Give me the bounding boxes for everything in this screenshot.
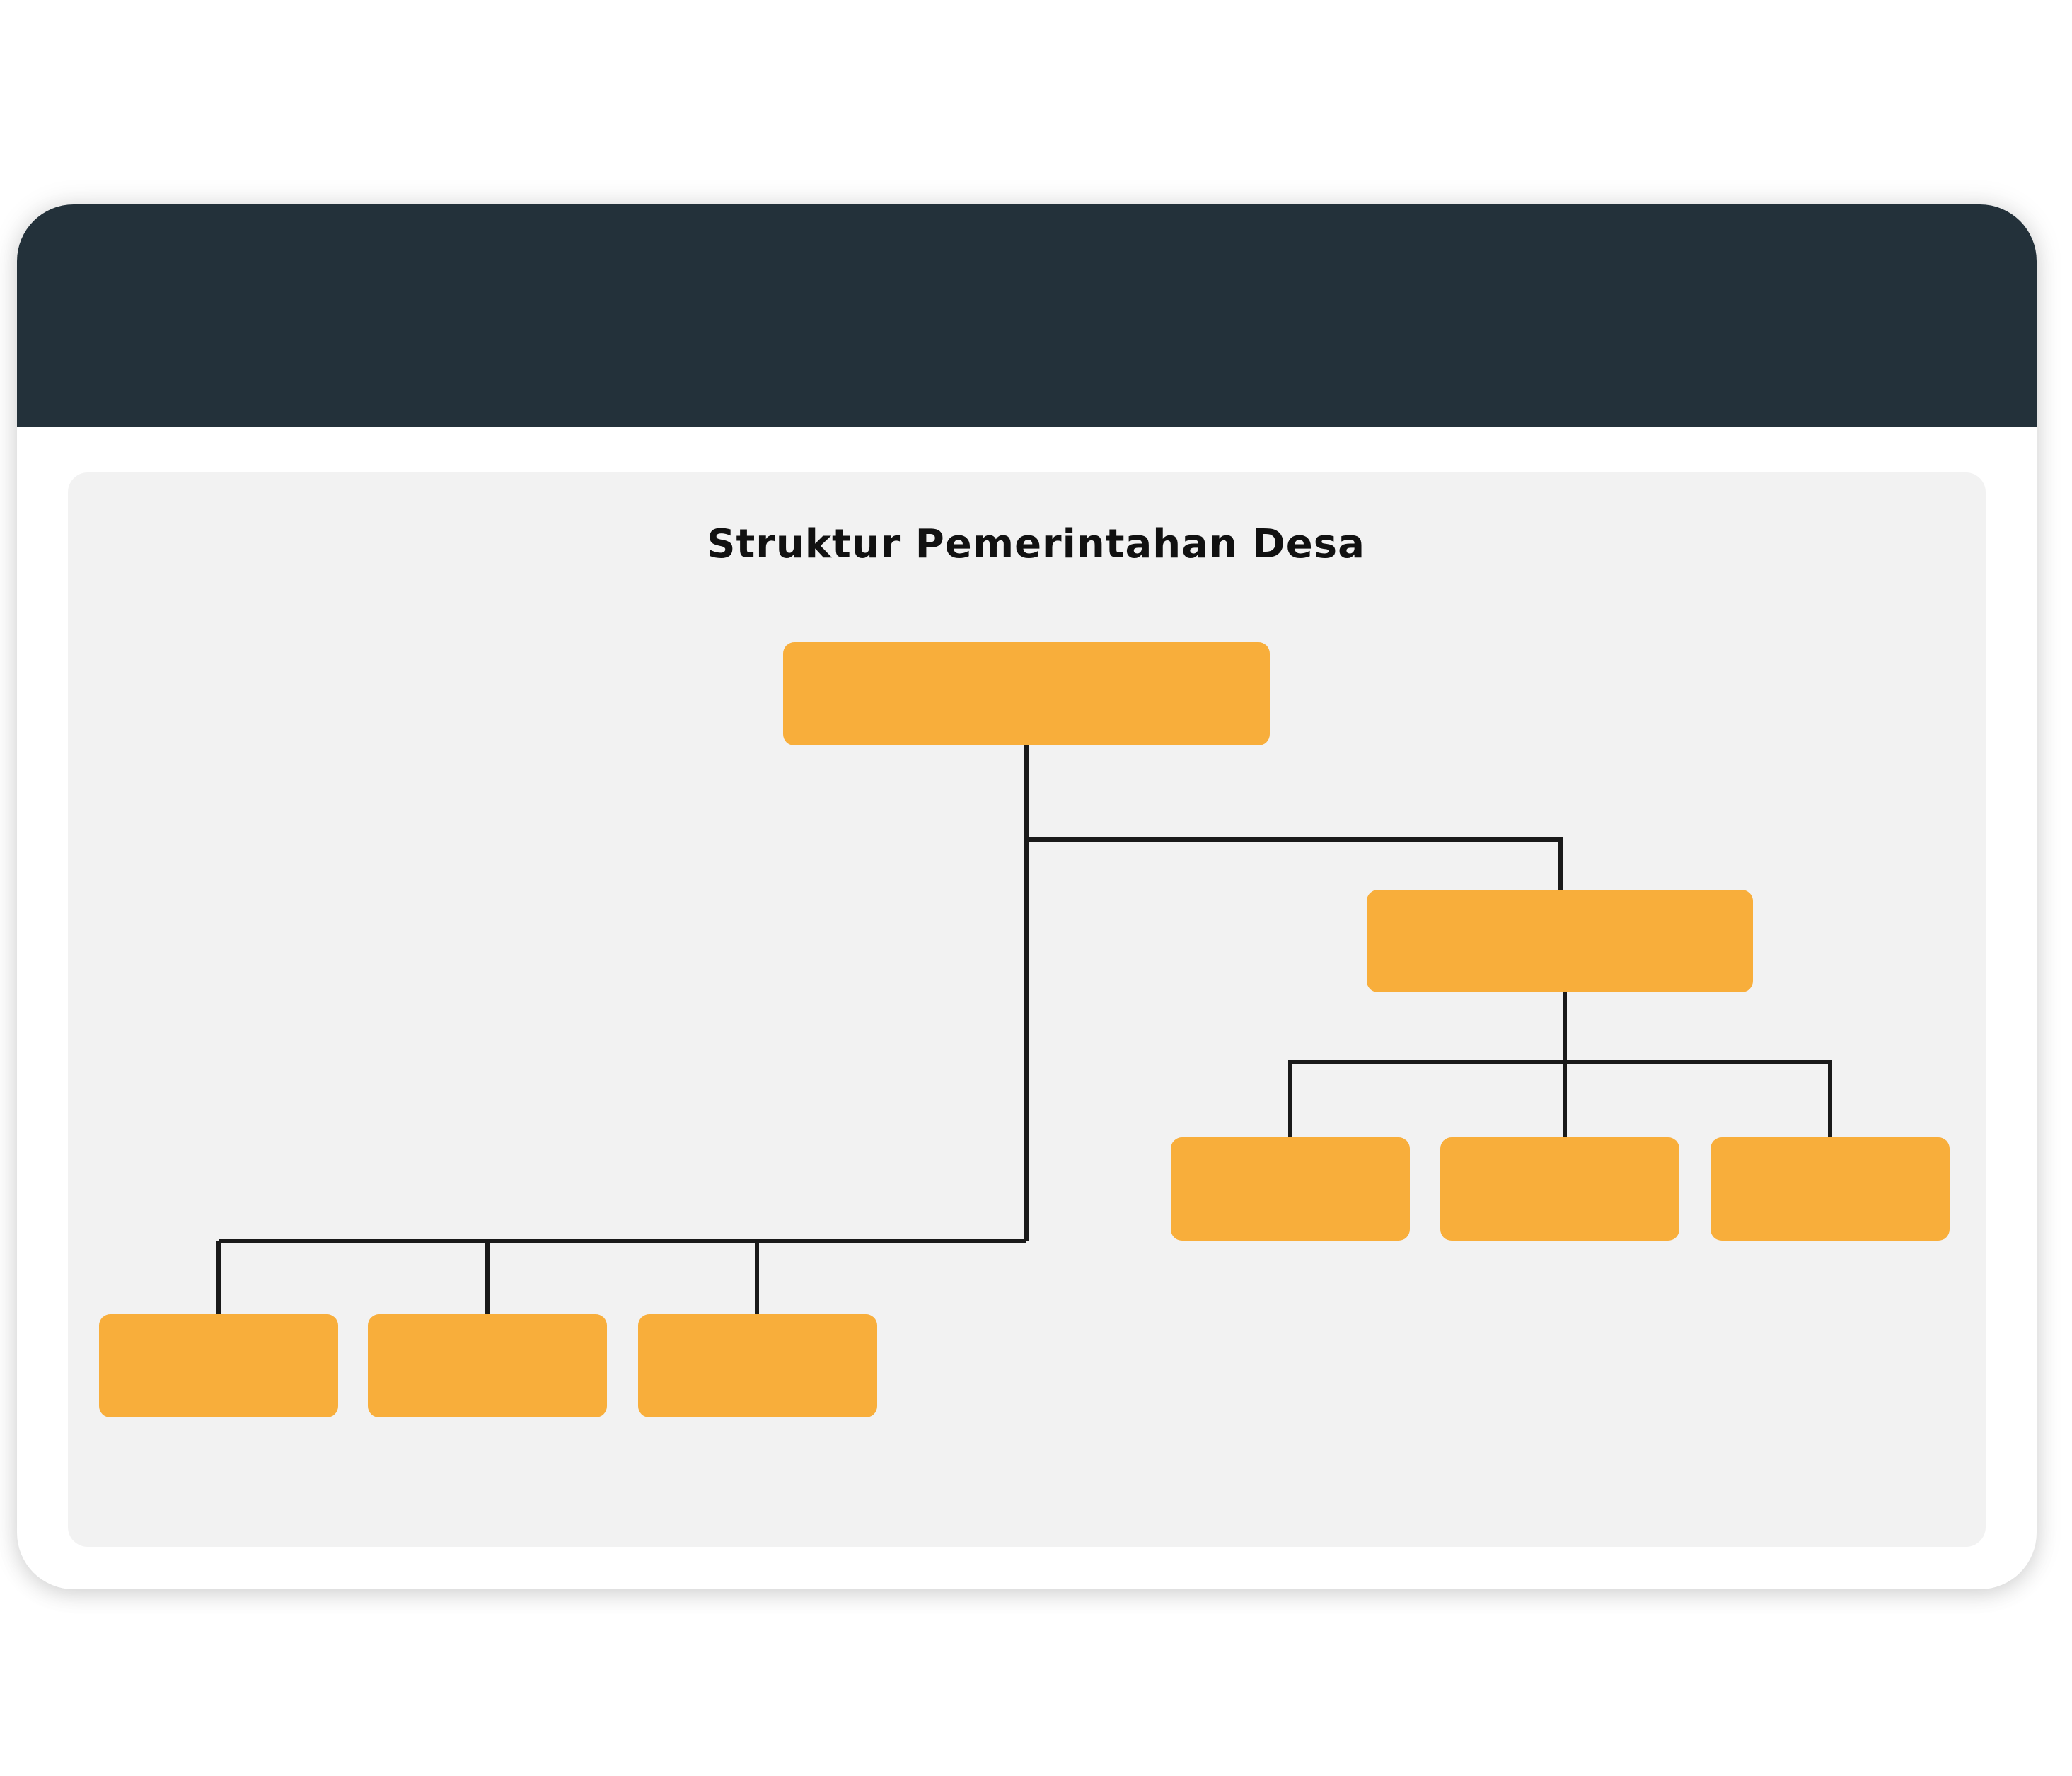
node-right-child-3 xyxy=(1711,1137,1950,1241)
node-right-child-1 xyxy=(1171,1137,1410,1241)
connector-lines xyxy=(216,745,1832,1314)
node-left-child-3 xyxy=(638,1314,877,1417)
node-branch-right xyxy=(1367,890,1753,992)
node-left-child-1 xyxy=(99,1314,338,1417)
connector-root-to-branch-right xyxy=(1026,837,1563,890)
diagram-title: Struktur Pemerintahan Desa xyxy=(707,521,1365,567)
window-titlebar xyxy=(17,204,2037,427)
node-left-child-2 xyxy=(368,1314,607,1417)
node-root xyxy=(783,642,1270,745)
nodes xyxy=(99,642,1950,1417)
node-right-child-2 xyxy=(1440,1137,1679,1241)
connector-right-bar xyxy=(1288,1060,1832,1137)
